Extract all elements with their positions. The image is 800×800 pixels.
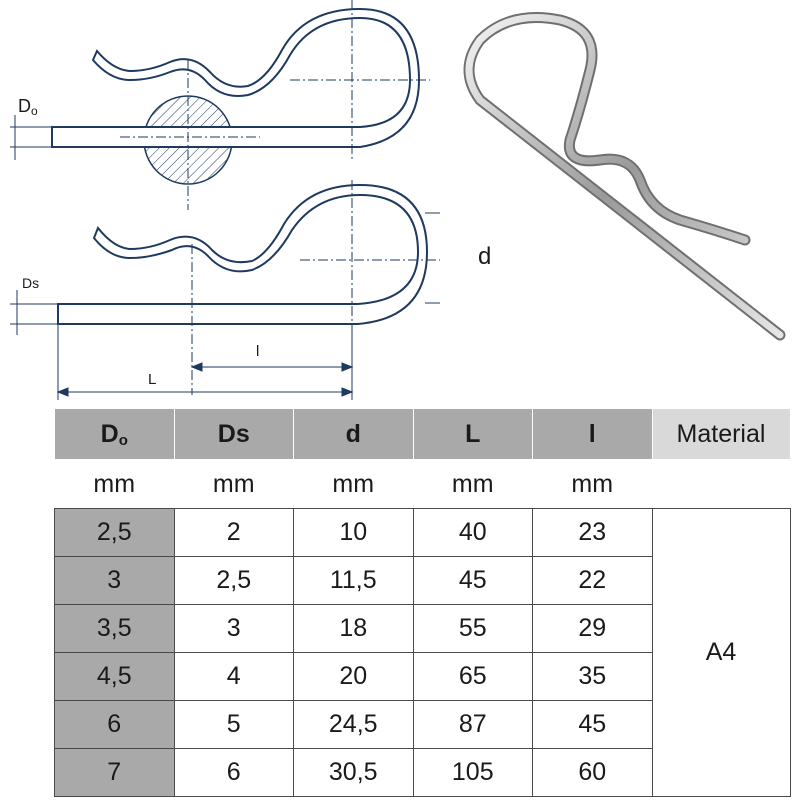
unit-cell: mm (54, 459, 174, 509)
cell-do: 3 (54, 556, 175, 605)
table-row: 6 5 24,5 87 45 (54, 700, 791, 749)
unit-cell: mm (174, 459, 294, 509)
cell-L: 65 (412, 652, 533, 701)
cell-ds: 5 (173, 700, 294, 749)
cell-ds: 3 (173, 604, 294, 653)
cell-d: 24,5 (293, 700, 414, 749)
technical-drawing: Do Ds l L (10, 0, 440, 400)
header-l: l (532, 408, 653, 460)
header-do: Do (54, 408, 175, 460)
table-row: 7 6 30,5 105 60 (54, 748, 791, 797)
units-row: mm mm mm mm mm (54, 459, 790, 509)
cell-ds: 4 (173, 652, 294, 701)
product-photo (463, 12, 786, 341)
installed-view (51, 7, 421, 185)
cell-l: 60 (532, 748, 653, 797)
header-ds: Ds (173, 408, 294, 460)
cell-L: 55 (412, 604, 533, 653)
clip-free (57, 183, 429, 325)
cell-L: 45 (412, 556, 533, 605)
label-L: L (148, 371, 156, 388)
spec-table: Do Ds d L l Material mm mm mm mm mm 2,5 … (54, 408, 791, 797)
cell-l: 22 (532, 556, 653, 605)
cell-ds: 2 (173, 508, 294, 557)
header-L: L (412, 408, 533, 460)
cell-l: 29 (532, 604, 653, 653)
unit-cell: mm (532, 459, 652, 509)
cell-l: 35 (532, 652, 653, 701)
label-ds: Ds (22, 275, 39, 291)
header-row: Do Ds d L l Material (54, 408, 791, 460)
free-view (57, 183, 429, 325)
cell-do: 2,5 (54, 508, 175, 557)
cell-l: 23 (532, 508, 653, 557)
unit-cell: mm (293, 459, 413, 509)
cell-do: 3,5 (54, 604, 175, 653)
cell-do: 7 (54, 748, 175, 797)
table-row: 4,5 4 20 65 35 (54, 652, 791, 701)
table-row: 3 2,5 11,5 45 22 (54, 556, 791, 605)
table-row: 2,5 2 10 40 23 A4 (54, 508, 791, 797)
cell-ds: 2,5 (173, 556, 294, 605)
label-l: l (256, 343, 259, 360)
cell-L: 87 (412, 700, 533, 749)
cell-do: 6 (54, 700, 175, 749)
L-dimension (56, 324, 354, 400)
cell-d: 18 (293, 604, 414, 653)
cell-d: 30,5 (293, 748, 414, 797)
cell-do: 4,5 (54, 652, 175, 701)
ds-dimension (10, 290, 58, 335)
cell-ds: 6 (173, 748, 294, 797)
unit-cell: mm (413, 459, 533, 509)
header-material: Material (651, 408, 791, 460)
cell-L: 40 (412, 508, 533, 557)
d-dimension (425, 212, 440, 304)
do-dimension (10, 115, 52, 160)
clip-straight-leg (51, 7, 421, 148)
cell-d: 20 (293, 652, 414, 701)
label-do: Do (18, 96, 38, 118)
cell-l: 45 (532, 700, 653, 749)
l-dimension (190, 324, 354, 400)
label-d: d (478, 243, 492, 270)
header-d: d (293, 408, 414, 460)
cell-d: 10 (293, 508, 414, 557)
cell-L: 105 (412, 748, 533, 797)
material-value: A4 (651, 508, 791, 797)
cell-d: 11,5 (293, 556, 414, 605)
